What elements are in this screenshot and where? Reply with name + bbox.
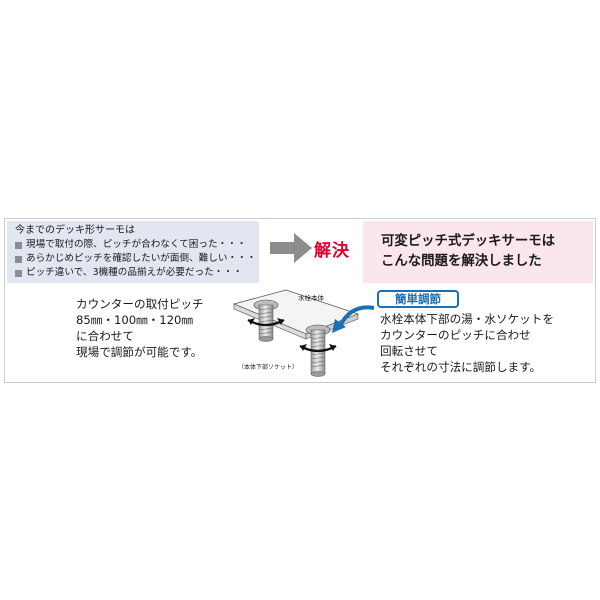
square-bullet-icon bbox=[15, 255, 22, 263]
rotation-arrow-icon bbox=[247, 318, 285, 327]
solution-line: こんな問題を解決しました bbox=[381, 254, 542, 269]
socket-illustration bbox=[232, 289, 375, 377]
easy-adjust-badge: 簡単調節 bbox=[377, 290, 459, 308]
label-socket: （本体下部ソケット） bbox=[238, 364, 299, 371]
description-line: カウンターのピッチに合わせ bbox=[380, 328, 531, 342]
square-bullet-icon bbox=[15, 241, 22, 249]
description-line: 水栓本体下部の湯・水ソケットを bbox=[380, 312, 554, 326]
solution-box: 可変ピッチ式デッキサーモは こんな問題を解決しました bbox=[363, 221, 593, 283]
problem-title: 今までのデッキ形サーモは bbox=[15, 225, 135, 236]
problem-item-text: 現場で取付の際、ピッチが合わなくて困った・・・ bbox=[26, 239, 247, 250]
description-line: カウンターの取付ピッチ bbox=[76, 297, 204, 311]
resolution-label: 解決 bbox=[314, 241, 350, 261]
problem-item: 現場で取付の際、ピッチが合わなくて困った・・・ bbox=[15, 238, 259, 252]
description-line: それぞれの寸法に調節します。 bbox=[380, 360, 542, 374]
description-line: に合わせて bbox=[76, 329, 134, 343]
description-line: 85㎜・100㎜・120㎜ bbox=[76, 313, 193, 327]
problem-item-text: あらかじめピッチを確認したいが面倒、難しい・・・ bbox=[26, 253, 257, 264]
label-faucet-body: 水栓本体 bbox=[298, 294, 324, 302]
right-description: 水栓本体下部の湯・水ソケットを カウンターのピッチに合わせ 回転させて それぞれ… bbox=[380, 311, 554, 375]
left-description: カウンターの取付ピッチ 85㎜・100㎜・120㎜ に合わせて 現場で調節が可能… bbox=[76, 296, 204, 360]
description-line: 回転させて bbox=[380, 344, 438, 358]
problem-item: あらかじめピッチを確認したいが面倒、難しい・・・ bbox=[15, 252, 259, 266]
problem-box: 今までのデッキ形サーモは 現場で取付の際、ピッチが合わなくて困った・・・ あらか… bbox=[7, 221, 259, 283]
description-line: 現場で調節が可能です。 bbox=[76, 345, 203, 359]
rotation-arrow-icon bbox=[299, 344, 337, 353]
problem-item-text: ピッチ違いで、3機種の品揃えが必要だった・・・ bbox=[26, 267, 243, 278]
problem-item: ピッチ違いで、3機種の品揃えが必要だった・・・ bbox=[15, 266, 259, 280]
solution-line: 可変ピッチ式デッキサーモは bbox=[381, 234, 556, 249]
square-bullet-icon bbox=[15, 269, 22, 277]
right-arrow-icon bbox=[270, 233, 312, 263]
curved-pointer-arrow-icon bbox=[332, 305, 375, 333]
